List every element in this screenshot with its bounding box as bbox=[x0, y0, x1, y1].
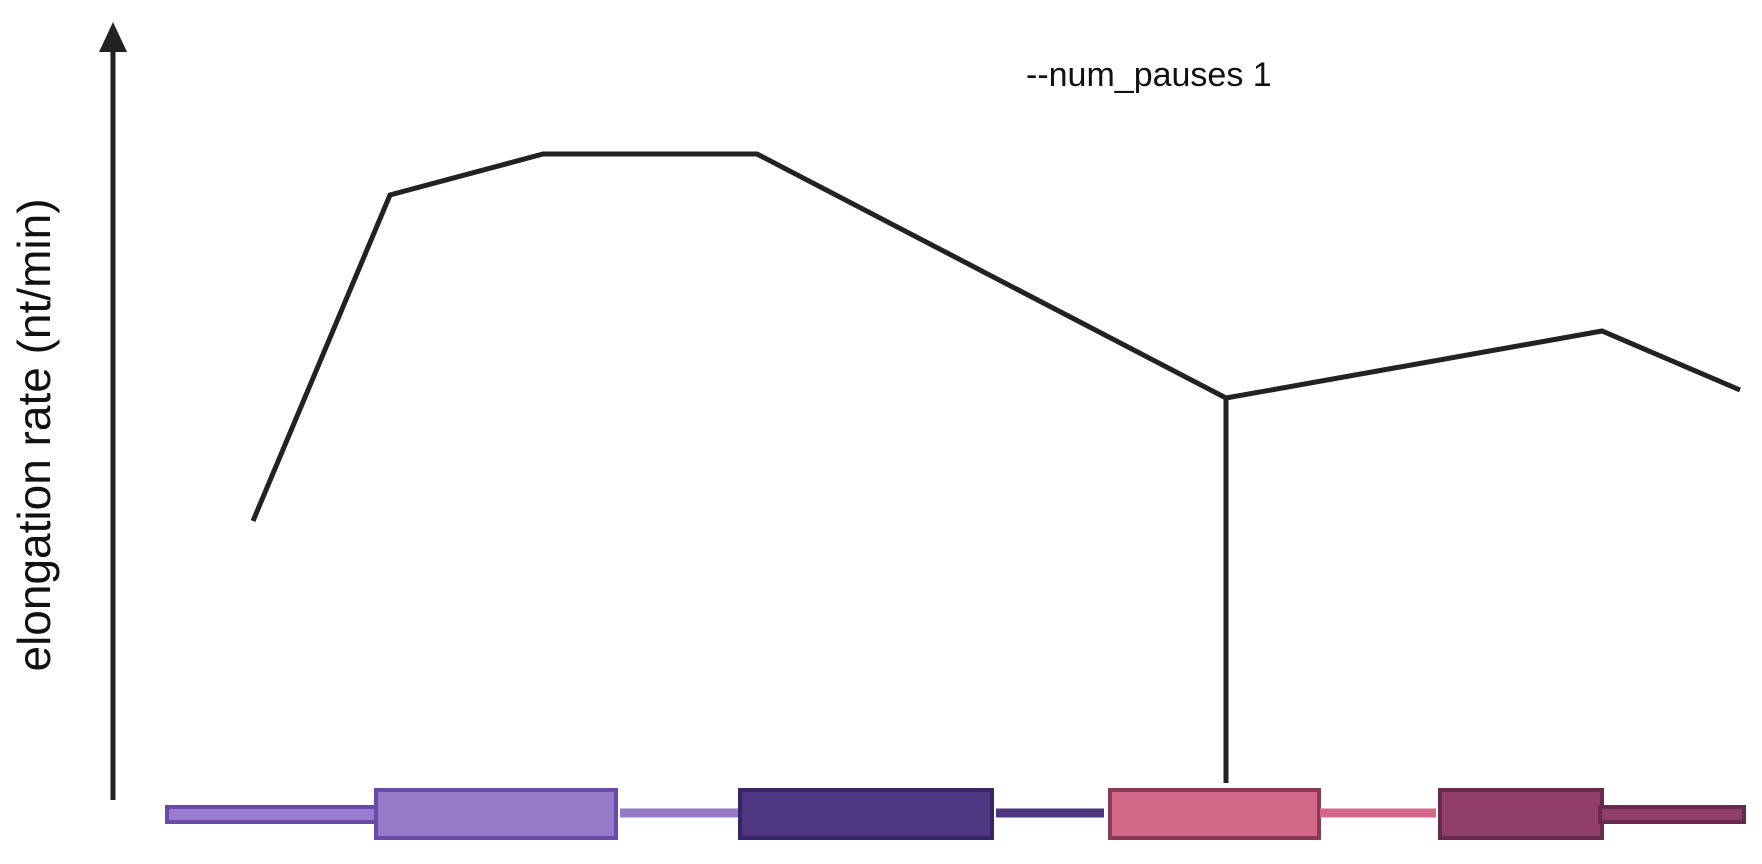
y-axis-label: elongation rate (nt/min) bbox=[8, 198, 60, 671]
y-axis bbox=[99, 22, 127, 800]
gene-exon-1 bbox=[374, 788, 618, 840]
gene-exon-4 bbox=[1438, 788, 1604, 840]
gene-model bbox=[165, 788, 1746, 840]
y-axis-arrowhead bbox=[99, 22, 127, 52]
gene-utr-5prime bbox=[165, 805, 379, 824]
gene-exon-2 bbox=[738, 788, 994, 840]
gene-utr-3prime bbox=[1598, 805, 1746, 824]
num-pauses-annotation: --num_pauses 1 bbox=[1026, 56, 1272, 94]
gene-exon-3 bbox=[1108, 788, 1321, 840]
rate-profile-curve bbox=[250, 151, 1741, 522]
